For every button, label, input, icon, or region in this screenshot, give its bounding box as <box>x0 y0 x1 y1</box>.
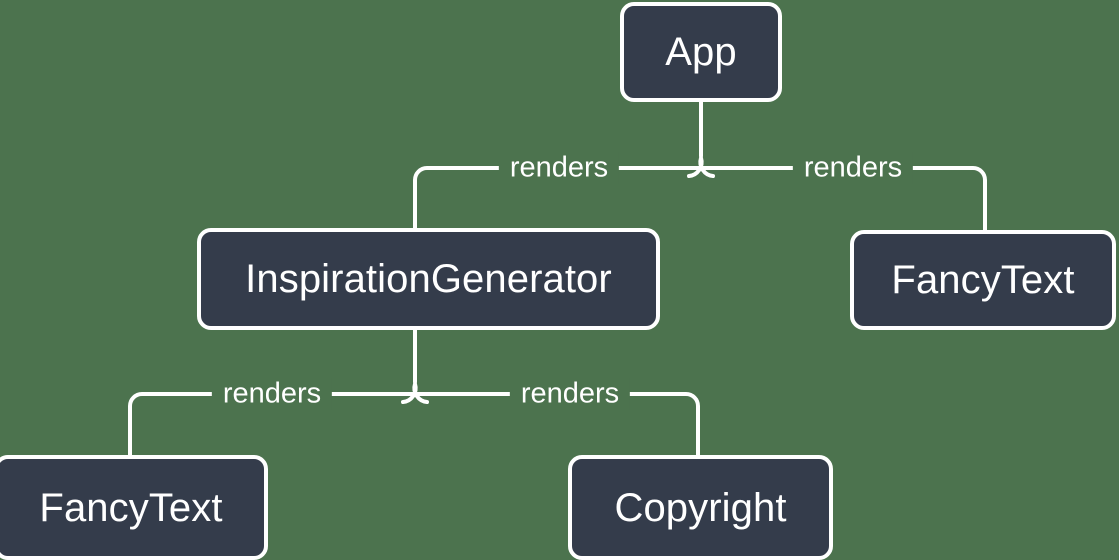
edge-ig-branch-right <box>413 392 700 457</box>
edge-ig-junction-fillet <box>401 382 429 404</box>
node-inspiration-generator-label: InspirationGenerator <box>245 257 612 301</box>
edge-label-app-to-inspiration-generator: renders <box>498 151 620 185</box>
edge-label-inspiration-generator-to-fancy-text-bottom: renders <box>211 377 333 411</box>
node-app-label: App <box>665 30 737 74</box>
edge-ig-branch-left <box>128 392 417 457</box>
node-app[interactable]: App <box>620 2 782 102</box>
node-inspiration-generator[interactable]: InspirationGenerator <box>197 228 660 330</box>
edge-label-app-to-fancy-text-right: renders <box>792 151 914 185</box>
edge-label-inspiration-generator-to-copyright: renders <box>509 377 631 411</box>
node-fancy-text-bottom-label: FancyText <box>39 485 223 530</box>
node-fancy-text-bottom[interactable]: FancyText <box>0 455 268 560</box>
node-fancy-text-right-label: FancyText <box>891 258 1075 302</box>
edge-app-branch-right <box>699 166 987 232</box>
node-copyright-label: Copyright <box>614 485 787 530</box>
edge-app-junction-fillet <box>687 156 715 178</box>
node-fancy-text-right[interactable]: FancyText <box>850 230 1116 330</box>
edge-app-branch-left <box>413 166 703 230</box>
node-copyright[interactable]: Copyright <box>568 455 833 560</box>
